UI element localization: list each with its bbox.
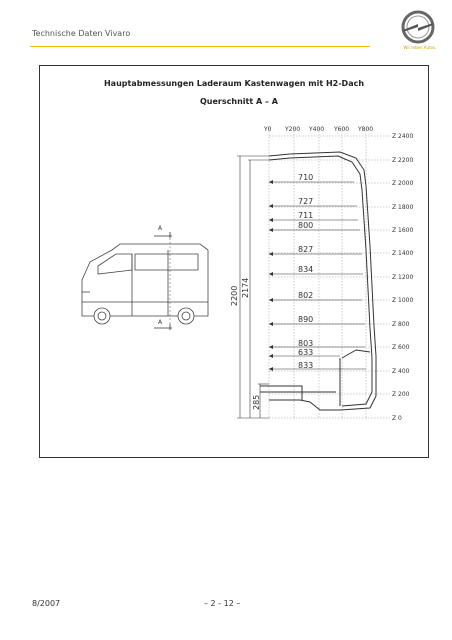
height-2200: 2200 bbox=[230, 286, 239, 306]
figure-subtitle: Querschnitt A – A bbox=[200, 97, 278, 106]
height-285: 285 bbox=[252, 395, 261, 410]
y-label: Y800 bbox=[357, 126, 373, 133]
z-label: Z 1600 bbox=[392, 227, 413, 234]
section-mark-top: A bbox=[158, 225, 163, 232]
width-802: 802 bbox=[298, 291, 313, 300]
y-label: Y200 bbox=[284, 126, 300, 133]
z-label: Z 600 bbox=[392, 344, 410, 351]
width-834: 834 bbox=[298, 265, 313, 274]
opel-logo-icon bbox=[401, 10, 435, 44]
section-marker-top: A bbox=[154, 225, 172, 238]
header-title: Technische Daten Vivaro bbox=[32, 29, 131, 38]
footer-date: 8/2007 bbox=[32, 599, 61, 608]
section-mark-bottom: A bbox=[158, 319, 163, 326]
width-727: 727 bbox=[298, 197, 313, 206]
y-gridlines bbox=[268, 128, 367, 418]
z-label: Z 0 bbox=[392, 415, 402, 422]
width-arrows bbox=[269, 181, 366, 370]
width-827: 827 bbox=[298, 245, 313, 254]
figure-title: Hauptabmessungen Laderaum Kastenwagen mi… bbox=[103, 79, 365, 88]
z-label: Z 200 bbox=[392, 391, 410, 398]
z-label: Z 1000 bbox=[392, 297, 413, 304]
z-label: Z 1800 bbox=[392, 204, 413, 211]
width-833: 833 bbox=[298, 361, 313, 370]
slogan: Wir leben Autos. bbox=[403, 45, 437, 50]
z-label: Z 2000 bbox=[392, 180, 413, 187]
width-710: 710 bbox=[298, 173, 313, 182]
width-803: 803 bbox=[298, 339, 313, 348]
cross-section-outline bbox=[260, 151, 377, 411]
van-side-view bbox=[81, 243, 209, 325]
z-label: Z 2400 bbox=[392, 133, 413, 140]
z-label: Z 2200 bbox=[392, 157, 413, 164]
z-label: Z 400 bbox=[392, 368, 410, 375]
z-label: Z 800 bbox=[392, 321, 410, 328]
page-number: – 2 - 12 – bbox=[204, 599, 241, 608]
y-label: Y400 bbox=[308, 126, 324, 133]
width-890: 890 bbox=[298, 315, 313, 324]
y-label: Y600 bbox=[333, 126, 349, 133]
technical-drawing: A A Y0 Y200 Y400 Y600 Y800 bbox=[81, 126, 413, 422]
height-dimensions bbox=[237, 155, 269, 419]
z-label: Z 1400 bbox=[392, 250, 413, 257]
section-marker-bottom: A bbox=[154, 319, 172, 330]
width-800: 800 bbox=[298, 221, 313, 230]
height-2174: 2174 bbox=[241, 278, 250, 298]
header-rule bbox=[30, 46, 370, 47]
z-label: Z 1200 bbox=[392, 274, 413, 281]
y-label: Y0 bbox=[263, 126, 272, 133]
figure-frame bbox=[39, 65, 429, 458]
width-711: 711 bbox=[298, 211, 313, 220]
width-633: 633 bbox=[298, 348, 313, 357]
